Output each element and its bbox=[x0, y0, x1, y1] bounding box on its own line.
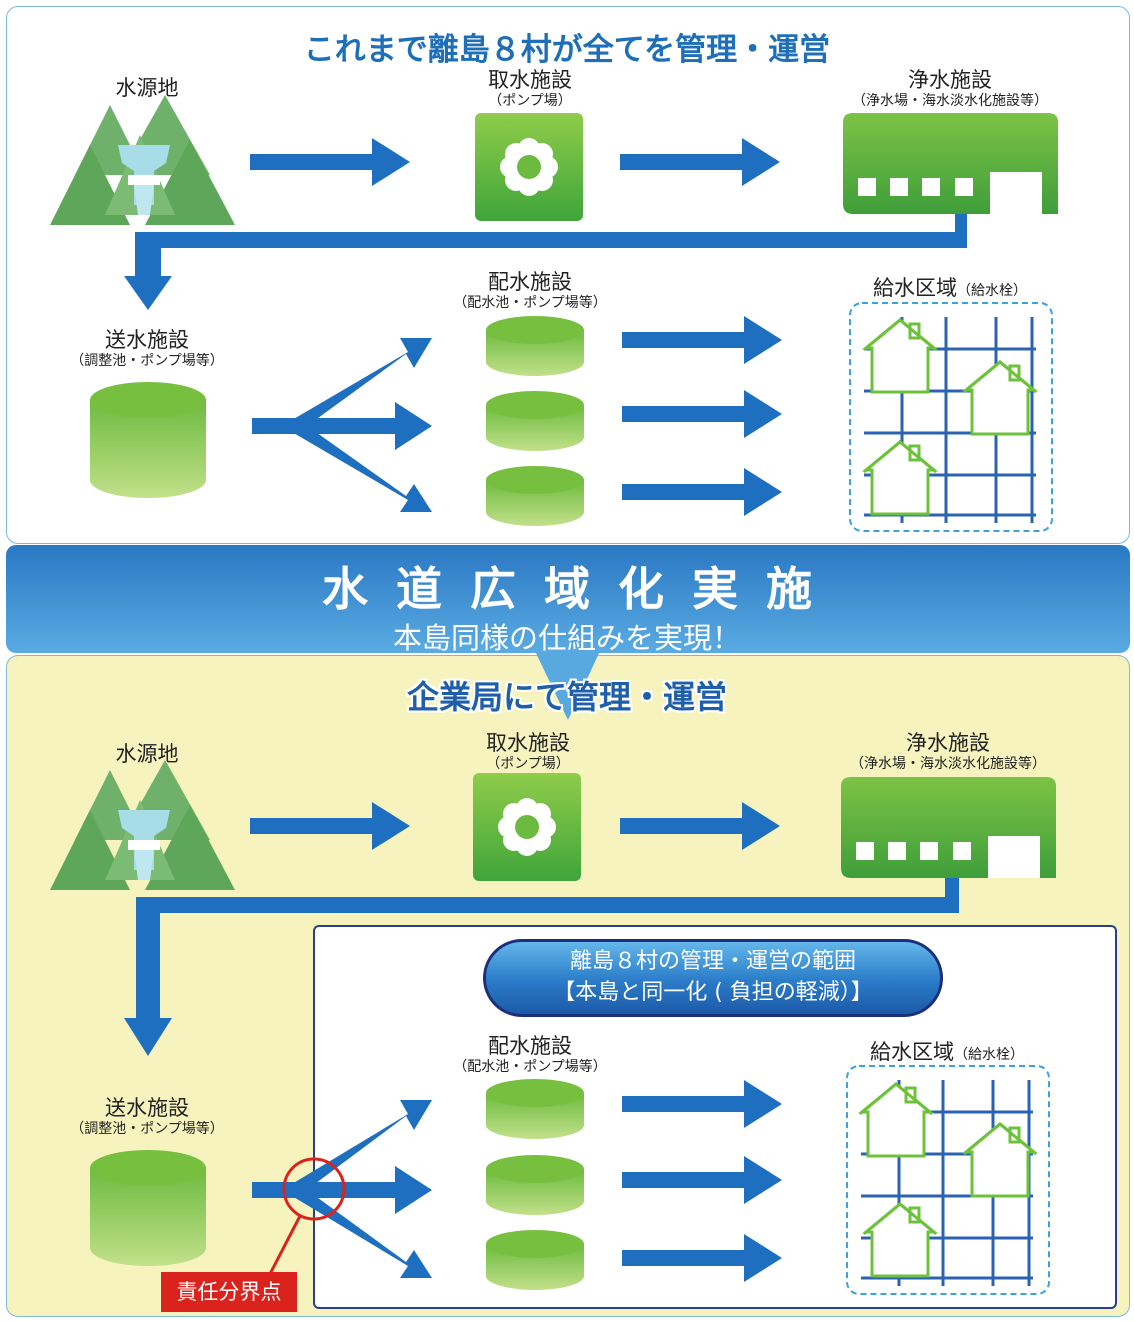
bottom-supply-area: 給水区域（給水栓） bbox=[847, 1036, 1047, 1066]
arrow-icon bbox=[250, 138, 410, 186]
arrow-icon bbox=[620, 802, 780, 850]
top-distribution-label: 配水施設 bbox=[488, 270, 572, 294]
top-source-label: 水源地 bbox=[115, 76, 179, 100]
top-intake-sub: （ポンプ場） bbox=[488, 93, 572, 109]
responsibility-boundary-label: 責任分界点 bbox=[161, 1272, 297, 1312]
bottom-intake-label: 取水施設 bbox=[486, 731, 570, 755]
cylinder-tank-icon bbox=[486, 1230, 584, 1290]
arrow-icon bbox=[622, 390, 782, 438]
arrow-icon bbox=[622, 1080, 782, 1128]
cylinder-tank-icon bbox=[486, 316, 584, 376]
arrow-icon bbox=[124, 214, 967, 310]
top-supply-sub: （給水栓） bbox=[957, 283, 1027, 299]
bottom-distribution-sub: （配水池・ポンプ場等） bbox=[453, 1059, 607, 1075]
arrow-icon bbox=[622, 1234, 782, 1282]
pump-flower-icon bbox=[475, 113, 583, 221]
top-intake-label: 取水施設 bbox=[488, 68, 572, 92]
scope-text: 離島８村の管理・運営の範囲 【本島と同一化 ( 負担の軽減）】 bbox=[483, 946, 943, 1008]
banner-pointer bbox=[535, 651, 600, 720]
top-purification-sub: （浄水場・海水淡水化施設等） bbox=[852, 93, 1048, 109]
cylinder-tank-icon bbox=[90, 1150, 206, 1266]
treatment-plant-icon bbox=[841, 777, 1056, 878]
cylinder-tank-icon bbox=[90, 382, 206, 498]
scope-line-1: 離島８村の管理・運営の範囲 bbox=[569, 949, 856, 974]
bottom-supply-sub: （給水栓） bbox=[954, 1047, 1024, 1063]
top-supply-label: 給水区域 bbox=[873, 276, 957, 300]
top-purification-label: 浄水施設 bbox=[908, 68, 992, 92]
scope-pill bbox=[483, 939, 943, 1017]
arrow-icon bbox=[622, 316, 782, 364]
arrow-icon bbox=[622, 1156, 782, 1204]
boundary-circle-icon bbox=[282, 1157, 346, 1221]
top-supply-area: 給水区域（給水栓） bbox=[850, 272, 1050, 302]
cylinder-tank-icon bbox=[486, 391, 584, 451]
banner-title: 水道広域化実施 bbox=[322, 562, 840, 616]
banner-subtitle: 本島同様の仕組みを実現！ bbox=[392, 621, 741, 655]
cylinder-tank-icon bbox=[486, 1155, 584, 1215]
bottom-supply-label: 給水区域 bbox=[870, 1040, 954, 1064]
banner-bg bbox=[6, 545, 1130, 653]
top-title: これまで離島８村が全てを管理・運営 bbox=[303, 32, 831, 68]
bottom-transmission-sub: （調整池・ポンプ場等） bbox=[70, 1121, 224, 1137]
arrow-icon bbox=[252, 338, 432, 512]
bottom-purification-sub: （浄水場・海水淡水化施設等） bbox=[850, 756, 1046, 772]
arrow-icon bbox=[250, 802, 410, 850]
bottom-purification-label: 浄水施設 bbox=[906, 731, 990, 755]
bottom-transmission-label: 送水施設 bbox=[105, 1096, 189, 1120]
arrow-icon bbox=[252, 1100, 432, 1278]
bottom-source-label: 水源地 bbox=[115, 742, 179, 766]
forest-dam-icon bbox=[50, 760, 235, 890]
cylinder-tank-icon bbox=[486, 466, 584, 526]
bottom-distribution-label: 配水施設 bbox=[488, 1034, 572, 1058]
cylinder-tank-icon bbox=[486, 1079, 584, 1139]
forest-dam-icon bbox=[50, 95, 235, 225]
top-transmission-label: 送水施設 bbox=[105, 328, 189, 352]
bottom-intake-sub: （ポンプ場） bbox=[486, 756, 570, 772]
treatment-plant-icon bbox=[843, 113, 1058, 214]
boundary-leader-line bbox=[268, 1215, 302, 1275]
arrow-icon bbox=[622, 468, 782, 516]
top-transmission-sub: （調整池・ポンプ場等） bbox=[70, 353, 224, 369]
pump-flower-icon bbox=[473, 773, 581, 881]
top-distribution-sub: （配水池・ポンプ場等） bbox=[453, 295, 607, 311]
scope-line-2: 【本島と同一化 ( 負担の軽減）】 bbox=[553, 980, 873, 1005]
bottom-title: 企業局にて管理・運営 bbox=[406, 678, 727, 716]
arrow-icon bbox=[620, 138, 780, 186]
